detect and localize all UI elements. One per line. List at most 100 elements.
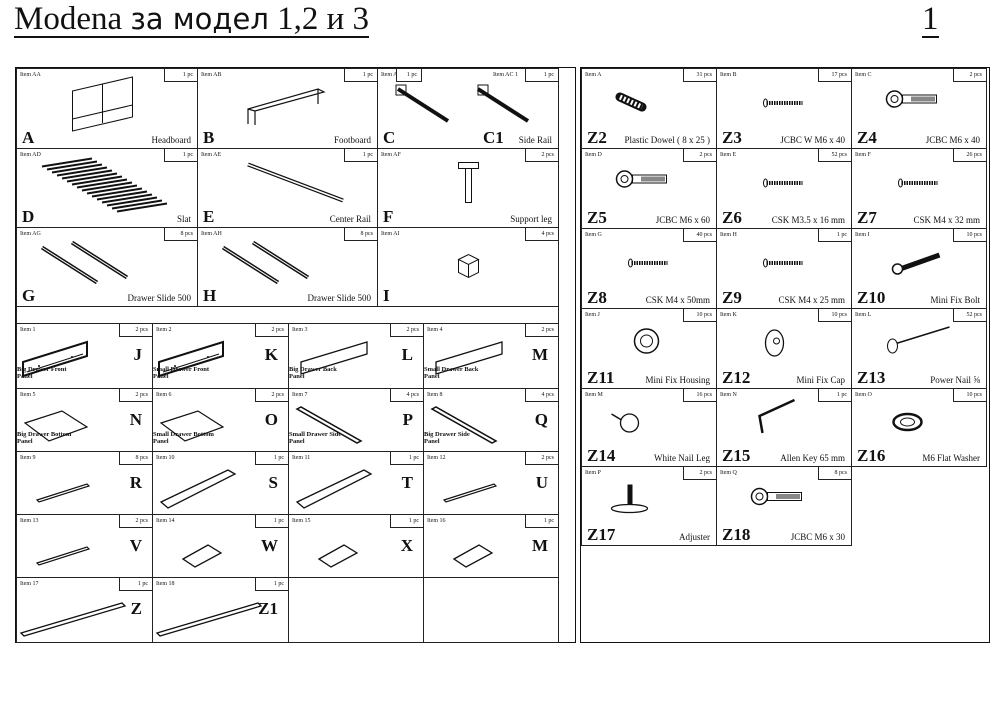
strip-icon — [35, 546, 91, 566]
part-letter: Z2 — [587, 128, 607, 147]
item-code: Item 15 — [292, 518, 311, 524]
quantity-box: 1 pc — [344, 69, 377, 82]
quantity-box: 2 pcs — [390, 324, 423, 337]
item-code: Item AB — [201, 72, 222, 78]
item-code: Item K — [720, 312, 737, 318]
item-code: Item D — [585, 152, 602, 158]
part-name: Mini Fix Bolt — [930, 295, 980, 305]
item-code: Item 17 — [20, 581, 39, 587]
drawer-slide-icon — [40, 240, 129, 285]
strip-icon — [442, 483, 498, 503]
part-letter: Z12 — [722, 368, 751, 387]
long-strip-icon — [19, 602, 127, 637]
quantity-box: 1 pc — [255, 515, 288, 528]
quantity-box: 1 pc — [818, 389, 851, 402]
model-numbers: 1,2 и 3 — [277, 1, 370, 37]
item-code: Item 18 — [156, 581, 175, 587]
adjuster-icon — [610, 484, 649, 514]
part-letter: Q — [534, 410, 548, 429]
part-name: Big Drawer Side Panel — [424, 431, 470, 445]
empty-cell — [288, 577, 424, 643]
item-code: Item AH — [201, 231, 222, 237]
part-name: Big Drawer Front Panel — [17, 366, 67, 380]
item-code: Item O — [855, 392, 872, 398]
part-letter: R — [129, 473, 142, 492]
part-name: Big Drawer Back Panel — [289, 366, 337, 380]
part-letter: N — [129, 410, 142, 429]
long-board-icon — [295, 469, 373, 509]
part-letter: Z16 — [857, 446, 886, 465]
part-name: M6 Flat Washer — [922, 453, 980, 463]
item-code: Item AE — [201, 152, 222, 158]
quantity-box: 1 pc — [164, 149, 197, 162]
item-code: Item M — [585, 392, 603, 398]
bolt-icon — [750, 487, 802, 506]
divider-strip — [16, 306, 559, 324]
quantity-box: 2 pcs — [119, 515, 152, 528]
quantity-box: 8 pcs — [119, 452, 152, 465]
item-code: Item 11 — [292, 455, 311, 461]
item-code: Item N — [720, 392, 737, 398]
part-letter: S — [268, 473, 278, 492]
small-board-icon — [317, 544, 359, 568]
item-code: Item 1 — [20, 327, 36, 333]
quantity-box: 10 pcs — [683, 309, 716, 322]
front-panel-icon — [22, 340, 88, 378]
part-name: JCBC M6 x 40 — [925, 135, 980, 145]
front-panel-icon — [158, 340, 224, 378]
quantity-box: 16 pcs — [683, 389, 716, 402]
part-name: Adjuster — [679, 532, 710, 542]
item-code: Item C — [855, 72, 872, 78]
quantity-box: 8 pcs — [344, 228, 377, 241]
part-name: Slat — [176, 214, 191, 224]
part-letter: L — [401, 345, 413, 364]
item-code: Item Q — [720, 470, 737, 476]
page-title: Modena за модел 1,2 и 3 — [14, 1, 370, 38]
part-letter: H — [203, 286, 217, 305]
quantity-box: 31 pcs — [683, 69, 716, 82]
part-letter: K — [264, 345, 278, 364]
minifix-housing-icon — [633, 328, 660, 354]
part-letter: B — [203, 128, 215, 147]
part-letter: Z18 — [722, 525, 751, 544]
part-letter: Z6 — [722, 208, 742, 227]
item-code: Item 9 — [20, 455, 36, 461]
part-letter: Z9 — [722, 288, 742, 307]
quantity-box: 1 pc — [344, 149, 377, 162]
screw-icon — [628, 258, 668, 268]
empty-cell — [423, 577, 559, 643]
allen-key-icon — [758, 398, 796, 434]
drawer-slide-icon — [221, 240, 310, 285]
back-panel-icon — [300, 341, 368, 375]
quantity-box: 8 pcs — [818, 467, 851, 480]
part-name: Mini Fix Cap — [796, 375, 845, 385]
page-number: 1 — [922, 1, 939, 38]
part-letter: Z4 — [857, 128, 877, 147]
model-label: за модел — [130, 2, 269, 36]
support-leg-icon — [458, 162, 479, 203]
cap-icon — [764, 329, 785, 357]
back-panel-icon — [435, 341, 503, 375]
part-letter: D — [22, 207, 35, 226]
part-letter: Z14 — [587, 446, 616, 465]
footboard-icon — [247, 88, 326, 125]
headboard-icon — [72, 76, 133, 132]
quantity-box: 2 pcs — [119, 389, 152, 402]
item-code: Item AG — [20, 231, 41, 237]
part-letter: E — [203, 207, 215, 226]
